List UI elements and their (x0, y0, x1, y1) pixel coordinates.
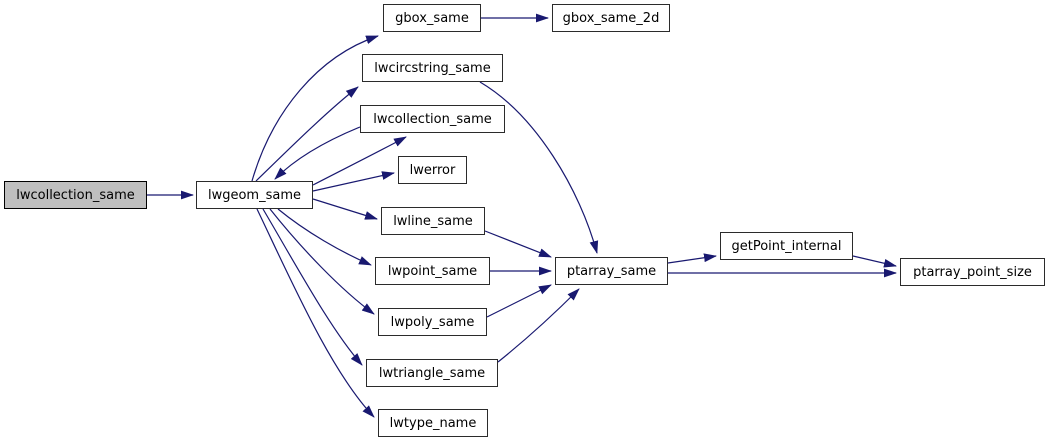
edge-lwgeom-to-lwline (312, 198, 378, 220)
edge-lwgeom-to-lwerror (312, 171, 395, 192)
node-lwline-same[interactable]: lwline_same (381, 207, 485, 235)
edge-lwgeom-to-lwtriangle (262, 208, 363, 366)
edge-lwgeom-to-lwcircstring (255, 86, 359, 182)
node-gbox-same[interactable]: gbox_same (383, 4, 481, 32)
node-lwtriangle-same[interactable]: lwtriangle_same (366, 359, 498, 387)
edge-lwtriangle-to-ptarray (497, 288, 580, 363)
node-lwcollection-same[interactable]: lwcollection_same (360, 105, 505, 133)
node-lwgeom-same[interactable]: lwgeom_same (196, 181, 313, 209)
node-lwcollection-same-root[interactable]: lwcollection_same (4, 181, 147, 209)
edge-lwline-to-ptarray (484, 230, 552, 258)
edge-lwpoly-to-ptarray (486, 284, 552, 318)
edge-lwcircstring-to-ptarray (479, 81, 599, 254)
node-lwtype-name[interactable]: lwtype_name (378, 409, 488, 437)
node-ptarray-same[interactable]: ptarray_same (555, 257, 668, 285)
node-lwerror[interactable]: lwerror (398, 156, 467, 184)
node-getpoint-internal[interactable]: getPoint_internal (720, 232, 853, 260)
node-lwcircstring-same[interactable]: lwcircstring_same (362, 54, 503, 82)
node-ptarray-point-size[interactable]: ptarray_point_size (900, 258, 1045, 286)
node-gbox-same-2d[interactable]: gbox_same_2d (552, 4, 670, 32)
edge-lwcollection-to-lwgeom-back (274, 126, 361, 180)
edge-lwgeom-to-lwpoint (277, 208, 372, 266)
edge-getpoint-to-ptarray-point-size (852, 255, 897, 268)
edge-lwgeom-to-lwtype-name (256, 208, 375, 418)
node-lwpoint-same[interactable]: lwpoint_same (375, 257, 490, 285)
edge-ptarray-to-getpoint (667, 253, 717, 264)
node-lwpoly-same[interactable]: lwpoly_same (378, 308, 487, 336)
edge-lwgeom-to-gbox-same (251, 35, 379, 182)
edge-lwgeom-to-lwpoly (269, 208, 375, 315)
edge-lwgeom-to-lwcollection (312, 136, 407, 186)
